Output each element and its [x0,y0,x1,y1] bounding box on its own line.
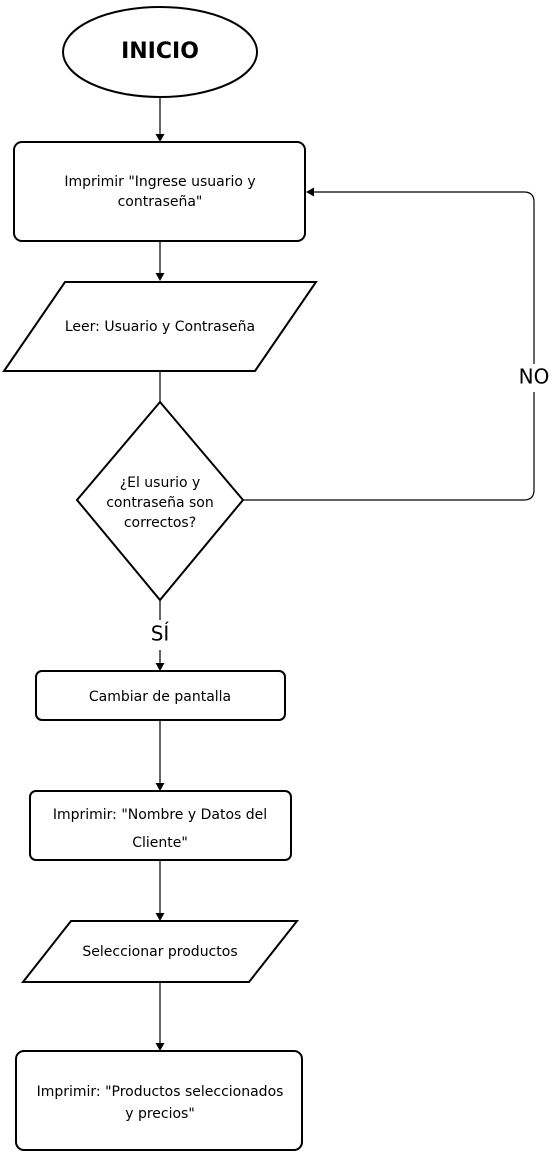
edge-decision-no-loop [243,187,535,501]
node-select: Seleccionar productos [20,920,300,983]
edge-switch-to-client [155,720,165,791]
node-switch: Cambiar de pantalla [35,670,286,721]
svg-text:Cambiar de pantalla: Cambiar de pantalla [89,689,231,705]
svg-text:contraseña": contraseña" [118,194,203,210]
node-products: Imprimir: "Productos seleccionados y pre… [15,1050,303,1151]
node-inicio: INICIO [62,6,258,98]
node-decision: ¿El usurio y contraseña son correctos? [75,400,245,602]
svg-text:NO: NO [519,365,550,389]
svg-text:Cliente": Cliente" [132,835,188,851]
edge-prompt-to-read [155,242,165,281]
edge-label-yes: SÍ [141,620,179,650]
svg-text:Imprimir "Ingrese usuario y: Imprimir "Ingrese usuario y [64,174,255,190]
svg-text:contraseña son: contraseña son [106,495,214,511]
node-prompt: Imprimir "Ingrese usuario y contraseña" [13,141,306,242]
node-client: Imprimir: "Nombre y Datos del Cliente" [29,790,292,861]
svg-text:y precios": y precios" [125,1106,195,1122]
svg-text:INICIO: INICIO [121,39,199,64]
edge-label-no: NO [513,364,554,392]
svg-text:Leer: Usuario y Contraseña: Leer: Usuario y Contraseña [65,319,255,335]
svg-text:SÍ: SÍ [151,622,170,646]
edge-inicio-to-prompt [155,97,165,142]
svg-text:¿El usurio y: ¿El usurio y [120,475,201,491]
svg-text:Imprimir: "Nombre y Datos del: Imprimir: "Nombre y Datos del [53,807,267,823]
node-read: Leer: Usuario y Contraseña [2,281,318,372]
svg-text:Imprimir: "Productos seleccion: Imprimir: "Productos seleccionados [37,1084,284,1100]
edge-select-to-products [155,983,165,1051]
edge-client-to-select [155,861,165,921]
svg-text:correctos?: correctos? [124,515,196,531]
svg-text:Seleccionar productos: Seleccionar productos [82,944,237,960]
